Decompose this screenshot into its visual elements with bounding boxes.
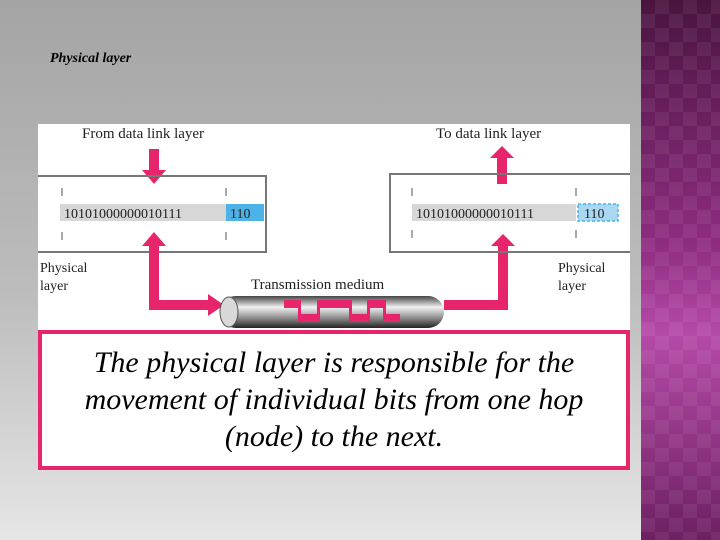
sender-physical-layer-label-line2: layer <box>40 279 68 294</box>
caption-text: The physical layer is responsible for th… <box>42 344 626 455</box>
decorative-side-panel <box>641 0 720 540</box>
sender-physical-layer-label-line1: Physical <box>40 261 88 276</box>
receiver-bits: 10101000000010111 <box>416 207 534 222</box>
sender-bits: 10101000000010111 <box>64 207 182 222</box>
receiver-extra-bits: 110 <box>584 207 604 222</box>
cable-end <box>220 297 238 327</box>
caption-box: The physical layer is responsible for th… <box>38 330 630 470</box>
to-data-link-layer-label: To data link layer <box>436 126 541 142</box>
transmission-medium-label: Transmission medium <box>251 277 385 293</box>
receiver-physical-layer-label-line1: Physical <box>558 261 606 276</box>
from-data-link-layer-label: From data link layer <box>82 126 204 142</box>
receiver-physical-layer-label-line2: layer <box>558 279 586 294</box>
sender-extra-bits: 110 <box>230 207 250 222</box>
slide-title: Physical layer <box>50 51 131 67</box>
physical-layer-diagram: From data link layer 10101000000010111 1… <box>38 124 630 330</box>
